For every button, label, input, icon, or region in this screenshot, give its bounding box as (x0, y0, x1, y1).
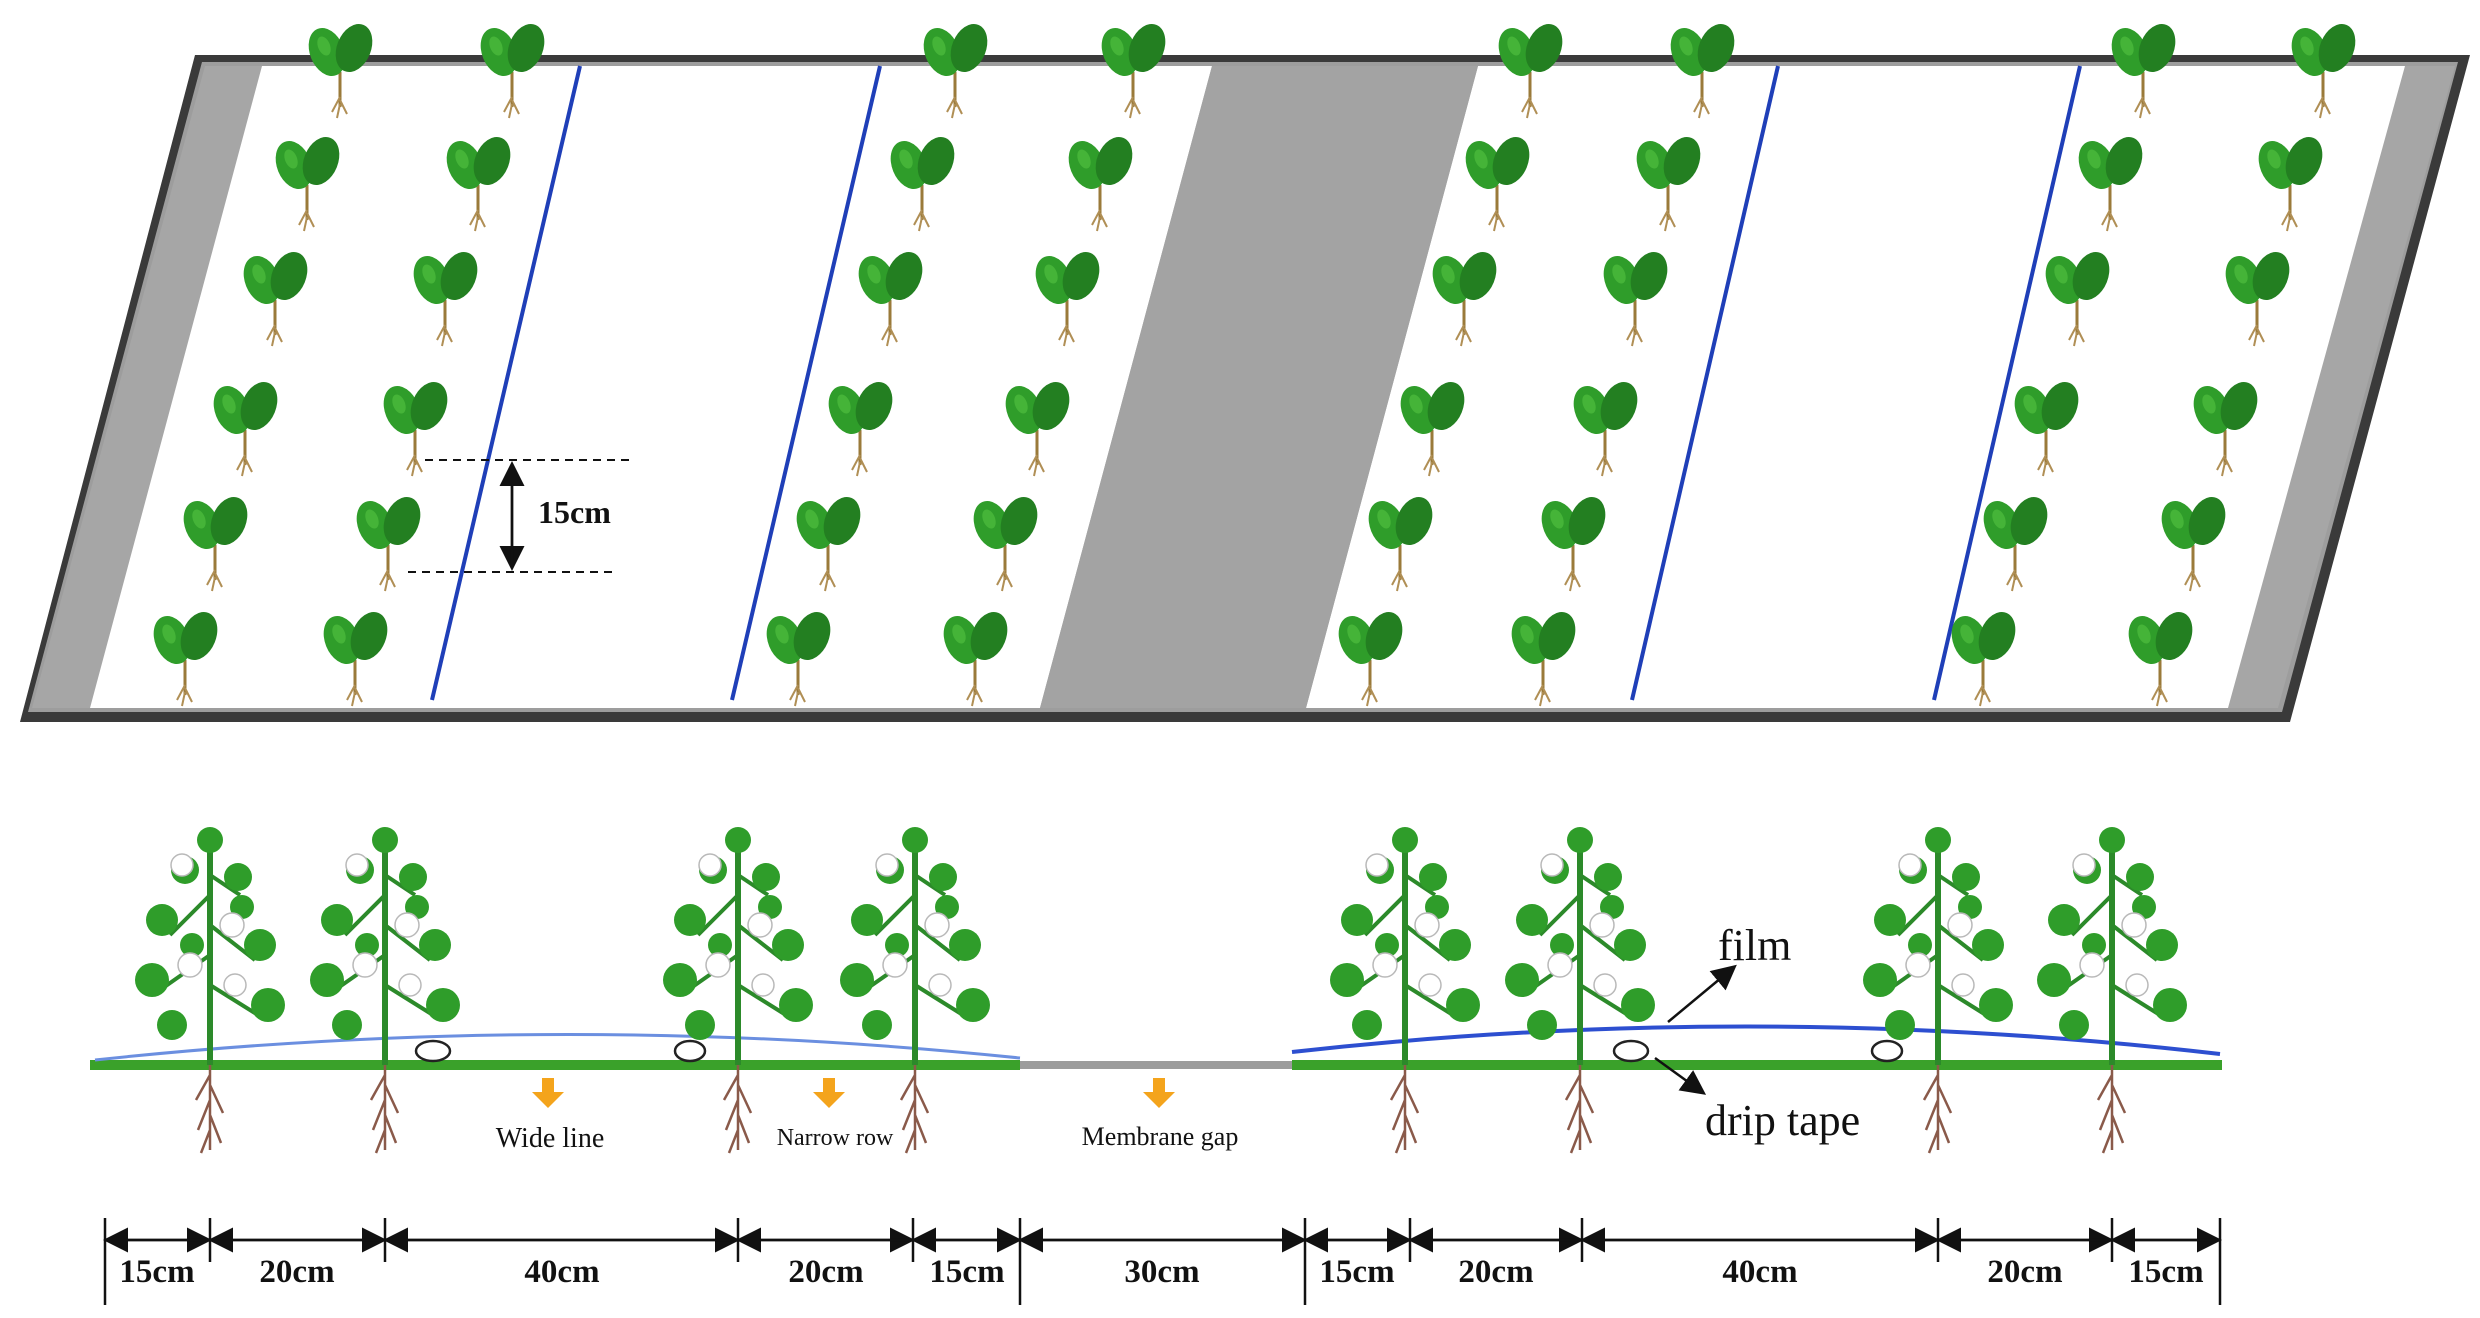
dim-label-9: 40cm (1722, 1254, 1797, 1290)
dim-label-7: 15cm (1319, 1254, 1394, 1290)
dim-label-4: 20cm (788, 1254, 863, 1290)
soil-surface-right (1292, 1060, 2222, 1070)
dim-label-2: 20cm (259, 1254, 334, 1290)
arrow-wide-line (532, 1078, 564, 1108)
drip-tape-3 (1612, 1039, 1650, 1063)
label-film: film (1718, 921, 1791, 970)
dim-label-11: 15cm (2128, 1254, 2203, 1290)
arrow-narrow-row (813, 1078, 845, 1108)
label-narrow-row: Narrow row (777, 1125, 894, 1151)
plan-view: 15cm (20, 16, 2470, 722)
drip-lines (430, 65, 2082, 701)
dim-label-6: 30cm (1124, 1254, 1199, 1290)
dimension-bar (103, 1218, 2222, 1305)
drip-tape-4 (1870, 1039, 1904, 1063)
drip-tape-1 (414, 1039, 452, 1063)
arrow-membrane-gap (1143, 1078, 1175, 1108)
dim-label-10: 20cm (1987, 1254, 2062, 1290)
spacing-indicator: 15cm (408, 459, 632, 573)
film-left (94, 1032, 1021, 1062)
dim-label-5: 15cm (929, 1254, 1004, 1290)
film-strip-left (90, 66, 1212, 708)
plan-membrane-gap (1040, 66, 1478, 708)
label-wide-line: Wide line (496, 1123, 605, 1154)
orange-arrows (532, 1078, 1175, 1108)
label-drip-tape: drip tape (1705, 1096, 1860, 1145)
dim-label-8: 20cm (1458, 1254, 1533, 1290)
spacing-label: 15cm (538, 494, 611, 530)
drip-tape-pointer (1654, 1056, 1707, 1095)
cross-section: Wide line Narrow row Membrane gap film d… (90, 827, 2222, 1154)
film-right (1291, 1024, 2221, 1056)
dim-label-3: 40cm (524, 1254, 599, 1290)
label-membrane-gap: Membrane gap (1082, 1122, 1239, 1151)
dimension-labels: 15cm 20cm 40cm 20cm 15cm 30cm 15cm 20cm … (119, 1254, 2203, 1290)
drip-tape-2 (673, 1039, 707, 1063)
soil-surface-left (90, 1060, 1020, 1070)
membrane-gap-surface (1020, 1061, 1292, 1069)
film-pointer (1667, 964, 1737, 1023)
dim-label-1: 15cm (119, 1254, 194, 1290)
film-strip-right (1306, 66, 2405, 708)
